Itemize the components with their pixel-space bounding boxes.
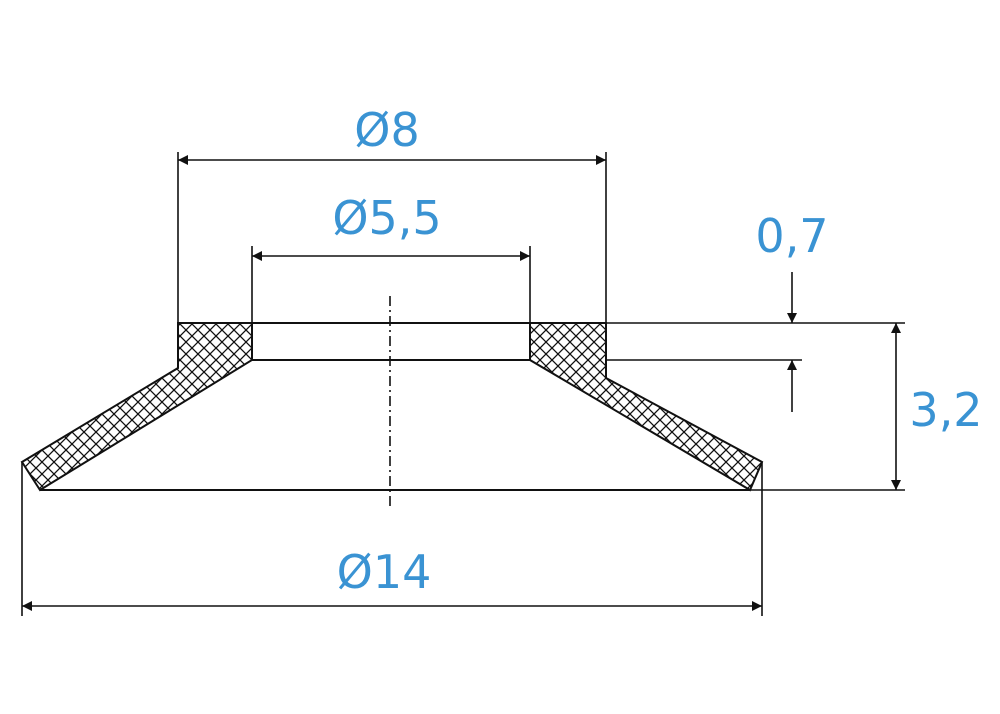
left-section [20, 322, 253, 492]
dimension-label-d55: Ø5,5 [332, 191, 441, 245]
right-section [529, 322, 764, 492]
dimension-label-07: 0,7 [755, 209, 828, 263]
dimension-label-32: 3,2 [909, 383, 982, 437]
dimension-label-d14: Ø14 [337, 545, 432, 599]
dimension-label-d8: Ø8 [354, 103, 419, 157]
